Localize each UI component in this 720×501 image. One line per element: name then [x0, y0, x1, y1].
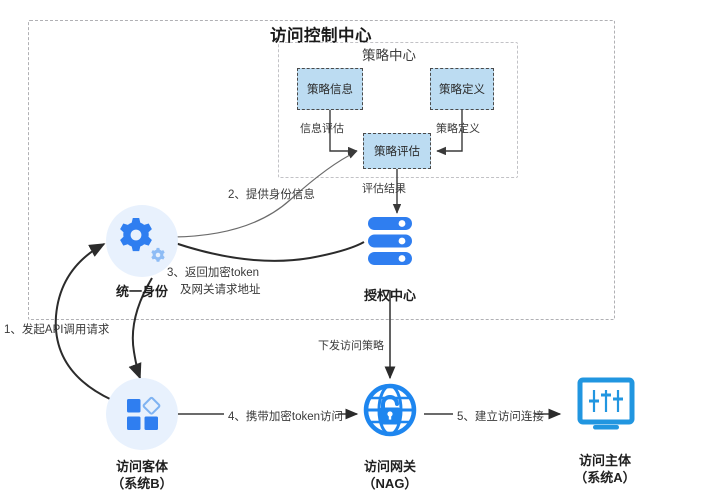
monitor-sliders-icon	[540, 372, 670, 444]
flow-label-step3-line2: 及网关请求地址	[180, 284, 261, 296]
flow-label-step1: 1、发起API调用请求	[4, 324, 110, 336]
edge-label-info-evaluation: 信息评估	[300, 123, 344, 135]
node-access-subject-caption-line2: （系统A）	[574, 470, 636, 485]
server-icon	[354, 205, 426, 277]
access-object-icon-disc	[106, 378, 178, 450]
page-title: 访问控制中心	[270, 27, 372, 45]
node-access-gateway-caption-line2: （NAG）	[362, 476, 418, 491]
policy-center-title: 策略中心	[362, 48, 416, 63]
edge-label-evaluation-result: 评估结果	[362, 183, 406, 195]
node-access-gateway-caption-line1: 访问网关	[363, 459, 416, 474]
node-access-object[interactable]: 访问客体 （系统B）	[96, 378, 188, 492]
globe-lock-icon	[354, 378, 426, 450]
identity-icon-disc	[106, 205, 178, 277]
flow-label-issue-policy: 下发访问策略	[318, 340, 384, 352]
flow-label-step3-line1: 3、返回加密token	[167, 267, 260, 279]
node-access-object-caption-line2: （系统B）	[111, 476, 173, 491]
flow-label-step4: 4、携带加密token访问	[228, 411, 344, 423]
policy-info-box[interactable]: 策略信息	[297, 68, 363, 110]
node-access-object-caption-line1: 访问客体	[115, 459, 168, 474]
flow-label-step5: 5、建立访问连接	[457, 411, 544, 423]
node-identity[interactable]: 统一身份	[96, 205, 188, 300]
node-access-subject[interactable]: 访问主体 （系统A）	[540, 372, 670, 486]
policy-center-boundary	[278, 42, 518, 178]
node-access-subject-caption-line1: 访问主体	[578, 453, 631, 468]
policy-definition-box[interactable]: 策略定义	[430, 68, 494, 110]
access-control-center-boundary	[28, 20, 615, 320]
node-access-gateway[interactable]: 访问网关 （NAG）	[340, 378, 440, 492]
flow-label-step2: 2、提供身份信息	[228, 189, 315, 201]
node-identity-caption: 统一身份	[115, 284, 168, 299]
policy-evaluation-box[interactable]: 策略评估	[363, 133, 431, 169]
blocks-icon	[127, 396, 161, 430]
edge-label-policy-definition: 策略定义	[436, 123, 480, 135]
node-authorization-center-caption: 授权中心	[363, 288, 416, 303]
node-authorization-center[interactable]: 授权中心	[330, 205, 450, 304]
gear-icon	[120, 218, 165, 262]
